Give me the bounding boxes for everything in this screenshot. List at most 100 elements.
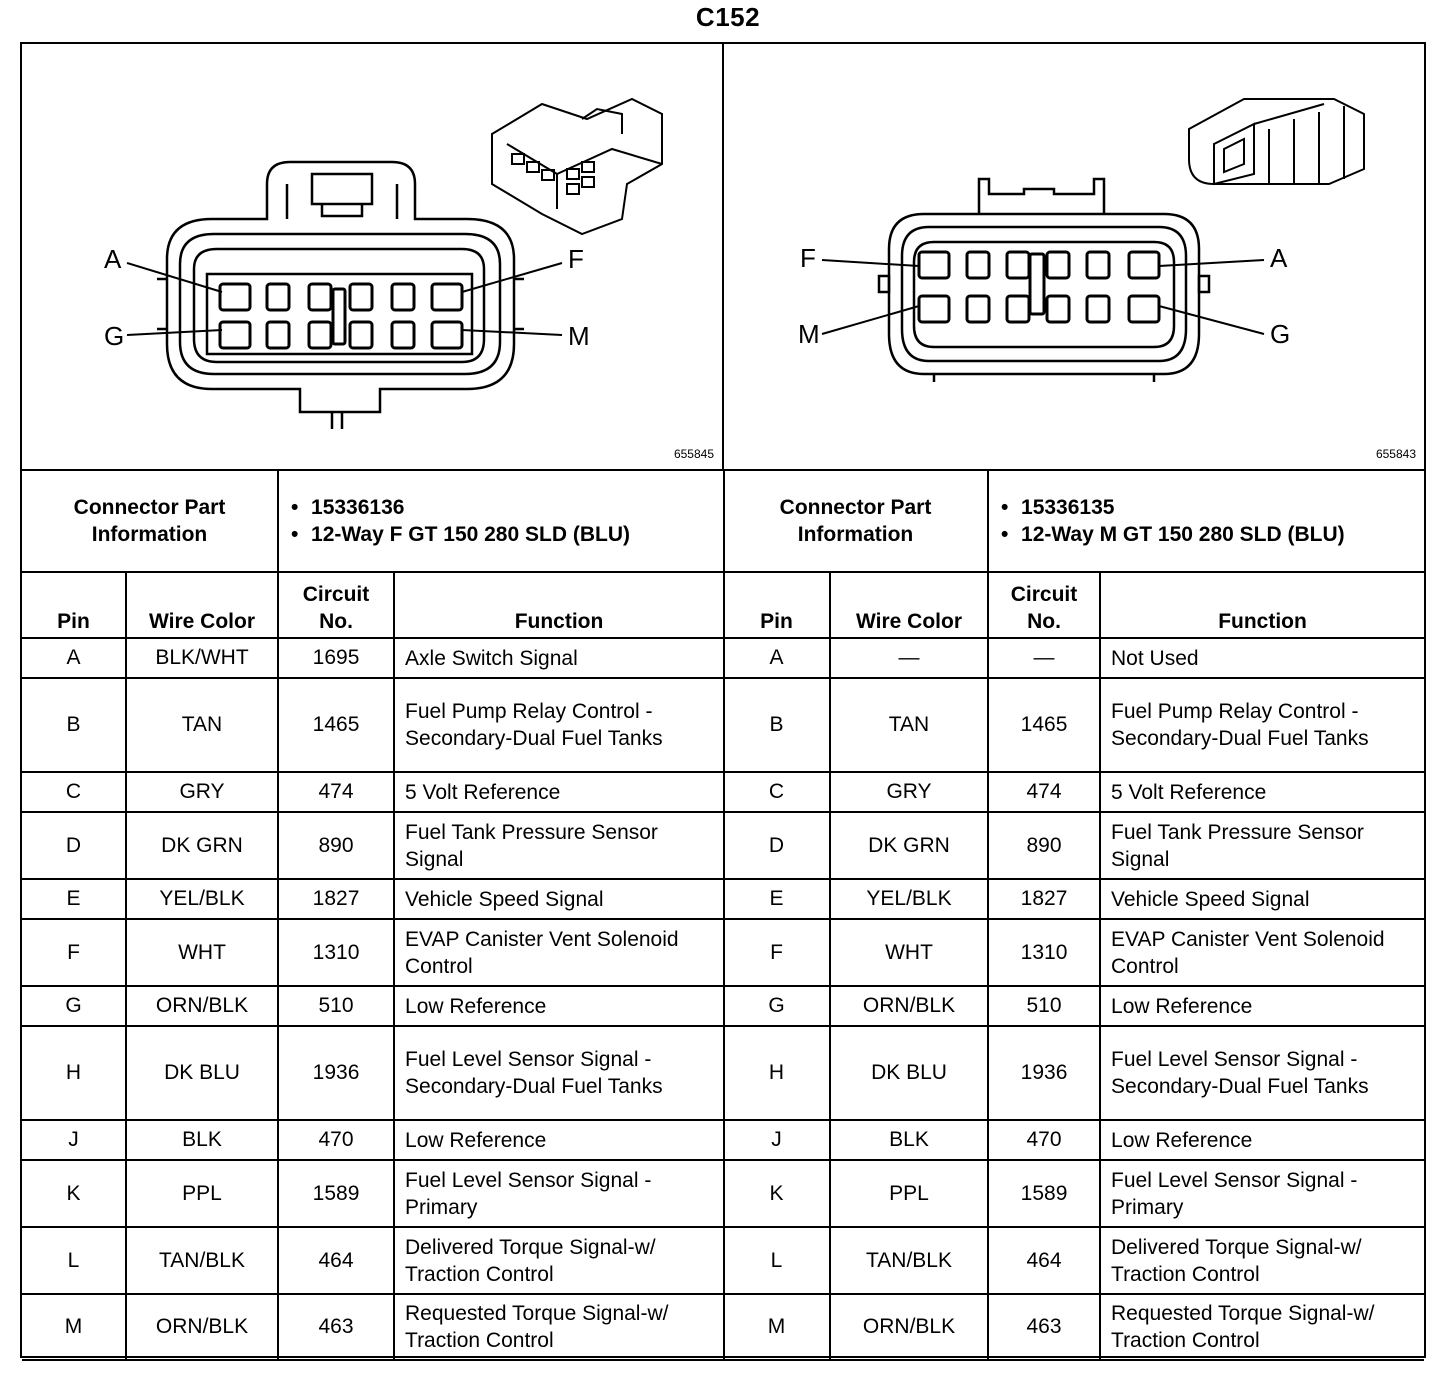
callout-bottom-left: M (798, 319, 820, 349)
function-cell: Requested Torque Signal-w/ Traction Cont… (393, 1293, 726, 1361)
function-cell: Fuel Level Sensor Signal - Secondary-Dua… (1099, 1025, 1425, 1121)
circuit-cell: 1936 (987, 1025, 1102, 1121)
circuit-cell: 1589 (987, 1159, 1102, 1228)
male-connector-drawing (821, 98, 1365, 382)
callout-bottom-right: G (1270, 319, 1291, 349)
function-cell: Not Used (1099, 637, 1425, 679)
wire-color-cell: BLK (828, 1119, 990, 1161)
circuit-cell: 1827 (277, 878, 396, 920)
wire-color-cell: ORN/BLK (124, 985, 280, 1027)
function-cell: Fuel Tank Pressure Sensor Signal (393, 811, 726, 880)
part-info-cell: 15336136 12-Way F GT 150 280 SLD (BLU) (277, 469, 726, 573)
function-cell: Low Reference (1099, 1119, 1425, 1161)
wire-color-cell: DK GRN (124, 811, 280, 880)
pin-cell: M (22, 1293, 127, 1361)
wire-color-cell: ORN/BLK (124, 1293, 280, 1361)
function-cell: Fuel Level Sensor Signal - Primary (1099, 1159, 1425, 1228)
circuit-cell: 510 (277, 985, 396, 1027)
wire-color-cell: ORN/BLK (828, 985, 990, 1027)
col-circuit: Circuit No. (277, 571, 396, 639)
callout-top-left: F (800, 243, 816, 273)
callout-top-left: A (104, 244, 122, 274)
callout-top-right: F (568, 244, 584, 274)
wire-color-cell: — (828, 637, 990, 679)
circuit-cell: 1465 (987, 677, 1102, 773)
wire-color-cell: PPL (124, 1159, 280, 1228)
wire-color-cell: YEL/BLK (828, 878, 990, 920)
circuit-cell: 1589 (277, 1159, 396, 1228)
circuit-cell: 464 (987, 1226, 1102, 1295)
circuit-cell: 474 (987, 771, 1102, 813)
pin-cell: A (22, 637, 127, 679)
circuit-cell: 1310 (987, 918, 1102, 987)
function-cell: EVAP Canister Vent Solenoid Control (1099, 918, 1425, 987)
table-row: A——Not Used (724, 637, 1425, 679)
pin-cell: D (22, 811, 127, 880)
figure-number: 655843 (1375, 447, 1416, 461)
pin-cell: J (724, 1119, 831, 1161)
pin-cell: K (724, 1159, 831, 1228)
col-function: Function (393, 571, 726, 639)
pin-cell: E (724, 878, 831, 920)
function-cell: Delivered Torque Signal-w/ Traction Cont… (1099, 1226, 1425, 1295)
pin-cell: C (724, 771, 831, 813)
wire-color-cell: TAN/BLK (124, 1226, 280, 1295)
function-cell: EVAP Canister Vent Solenoid Control (393, 918, 726, 987)
male-connector-diagram: F M A G 655843 (724, 44, 1424, 469)
pin-cell: K (22, 1159, 127, 1228)
circuit-cell: 890 (277, 811, 396, 880)
function-cell: Fuel Level Sensor Signal - Secondary-Dua… (393, 1025, 726, 1121)
wire-color-cell: DK GRN (828, 811, 990, 880)
col-pin: Pin (724, 571, 831, 639)
wire-color-cell: DK BLU (828, 1025, 990, 1121)
wire-color-cell: DK BLU (124, 1025, 280, 1121)
function-cell: Fuel Pump Relay Control - Secondary-Dual… (1099, 677, 1425, 773)
pin-cell: M (724, 1293, 831, 1361)
function-cell: Fuel Pump Relay Control - Secondary-Dual… (393, 677, 726, 773)
female-pinout-table: Connector Part Information 15336136 12-W… (22, 469, 726, 1361)
circuit-cell: 470 (987, 1119, 1102, 1161)
pin-cell: F (22, 918, 127, 987)
col-wire-color: Wire Color (828, 571, 990, 639)
connector-label-cell: Connector Part Information (724, 469, 990, 573)
col-pin: Pin (22, 571, 127, 639)
part-number: 15336136 (287, 494, 715, 521)
female-connector-diagram: A G F M 655845 (22, 44, 724, 469)
wire-color-cell: ORN/BLK (828, 1293, 990, 1361)
part-info-cell: 15336135 12-Way M GT 150 280 SLD (BLU) (987, 469, 1425, 573)
circuit-cell: 474 (277, 771, 396, 813)
circuit-cell: 470 (277, 1119, 396, 1161)
pin-cell: B (724, 677, 831, 773)
circuit-cell: 463 (277, 1293, 396, 1361)
pin-cell: L (22, 1226, 127, 1295)
function-cell: Low Reference (393, 1119, 726, 1161)
pin-cell: J (22, 1119, 127, 1161)
male-pinout-table: Connector Part Information 15336135 12-W… (724, 469, 1425, 1361)
connector-label-cell: Connector Part Information (22, 469, 280, 573)
pin-cell: F (724, 918, 831, 987)
pin-cell: A (724, 637, 831, 679)
callout-bottom-right: M (568, 321, 590, 351)
pin-cell: D (724, 811, 831, 880)
connector-part-label: Connector Part Information (73, 496, 226, 546)
col-circuit: Circuit No. (987, 571, 1102, 639)
circuit-cell: 464 (277, 1226, 396, 1295)
wire-color-cell: BLK (124, 1119, 280, 1161)
part-number: 15336135 (997, 494, 1416, 521)
